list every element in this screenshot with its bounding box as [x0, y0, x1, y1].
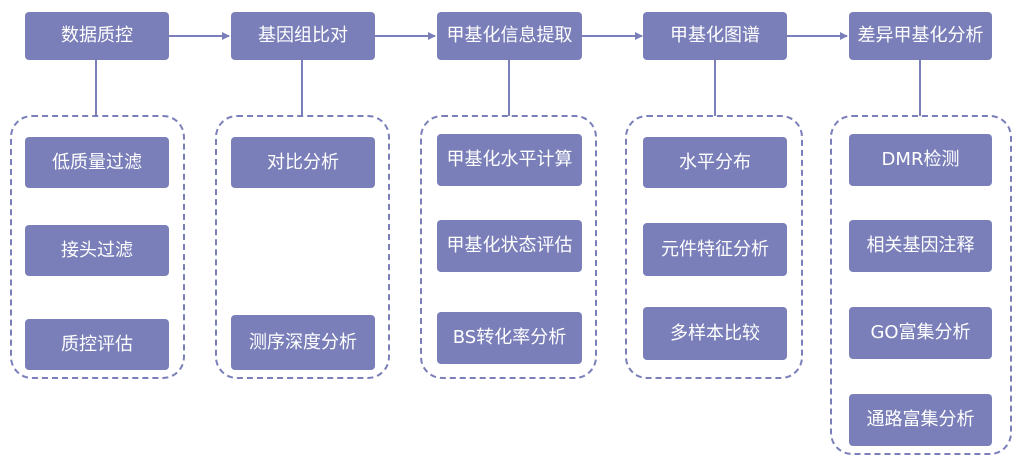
- item-box-qc-assessment: 质控评估: [25, 319, 169, 370]
- step-box-2: 基因组比对: [231, 12, 375, 60]
- item-box-dmr-detection: DMR检测: [849, 134, 992, 186]
- item-box-pathway-enrichment: 通路富集分析: [849, 394, 992, 446]
- group-outline-4: [625, 115, 803, 379]
- step-box-1: 数据质控: [25, 12, 169, 60]
- item-box-level-distribution: 水平分布: [643, 137, 787, 188]
- item-box-depth-analysis: 测序深度分析: [231, 315, 375, 370]
- item-box-methylation-level: 甲基化水平计算: [437, 134, 582, 186]
- step-box-4: 甲基化图谱: [643, 12, 787, 60]
- step-box-3: 甲基化信息提取: [437, 12, 582, 60]
- group-outline-1: [10, 115, 185, 379]
- item-box-bs-conversion: BS转化率分析: [437, 312, 582, 364]
- group-outline-3: [420, 115, 597, 379]
- step-box-5: 差异甲基化分析: [849, 12, 992, 60]
- item-box-gene-annotation: 相关基因注释: [849, 220, 992, 272]
- item-box-alignment-analysis: 对比分析: [231, 137, 375, 188]
- item-box-adapter-filter: 接头过滤: [25, 225, 169, 276]
- item-box-multi-sample: 多样本比较: [643, 307, 787, 360]
- item-box-low-quality-filter: 低质量过滤: [25, 137, 169, 188]
- item-box-go-enrichment: GO富集分析: [849, 307, 992, 359]
- group-outline-2: [215, 115, 390, 379]
- item-box-element-features: 元件特征分析: [643, 223, 787, 276]
- group-outline-5: [830, 115, 1012, 455]
- item-box-methylation-status: 甲基化状态评估: [437, 220, 582, 272]
